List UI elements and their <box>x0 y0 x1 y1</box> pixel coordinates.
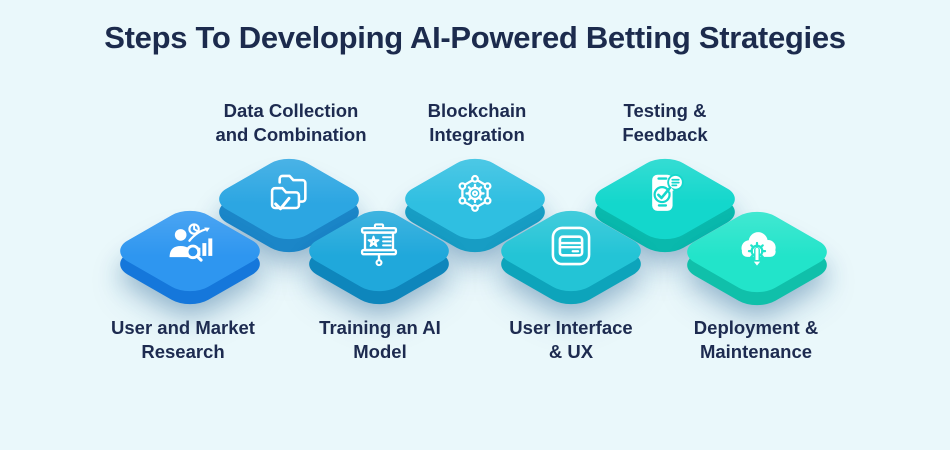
folder-check-icon <box>270 174 307 211</box>
step-label: Deployment & Maintenance <box>693 317 819 362</box>
diamond-tile <box>490 194 652 311</box>
step-label: Blockchain Integration <box>427 100 527 145</box>
step-label: Data Collection and Combination <box>215 100 367 145</box>
diamond-tile <box>676 195 838 312</box>
ui-card-icon <box>551 226 591 266</box>
diamond-tile <box>394 142 556 259</box>
phone-feedback-icon <box>652 174 684 211</box>
diamond-tile <box>298 194 460 311</box>
presentation-board-icon <box>360 223 398 267</box>
step-label: Testing & Feedback <box>622 100 708 145</box>
step-label: User and Market Research <box>111 317 255 362</box>
blockchain-icon <box>458 174 492 212</box>
diamond-tile <box>208 142 370 259</box>
step-label: Training an AI Model <box>319 317 441 362</box>
analyst-icon <box>169 223 213 262</box>
step-label: User Interface & UX <box>509 317 633 362</box>
diamond-tile <box>584 142 746 259</box>
page-title: Steps To Developing AI-Powered Betting S… <box>104 20 846 55</box>
deploy-cloud-icon <box>741 232 776 268</box>
diamond-tile <box>109 194 271 311</box>
